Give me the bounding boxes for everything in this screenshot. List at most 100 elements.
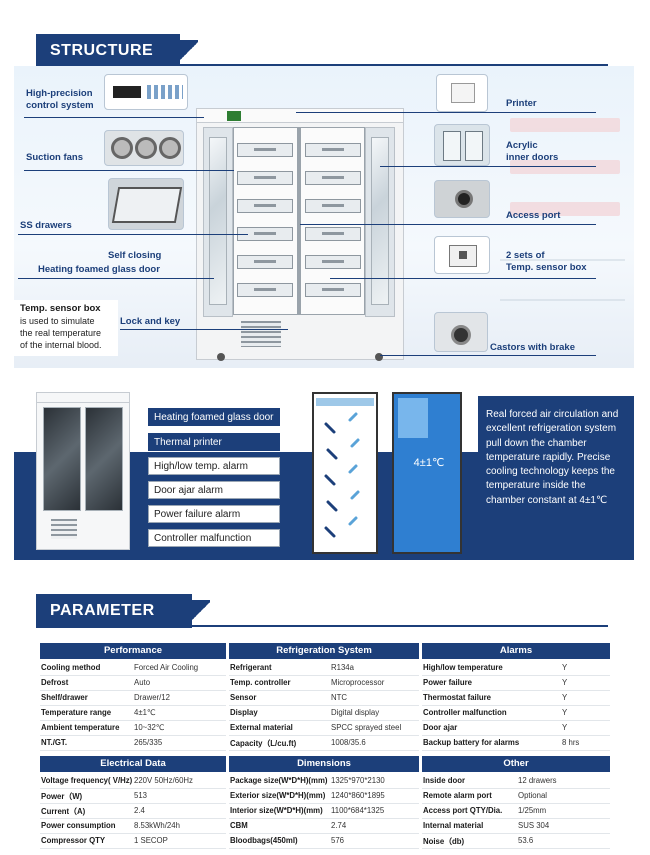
feature-power-failure: Power failure alarm xyxy=(148,505,280,523)
param-row-line xyxy=(422,735,610,736)
line-lock xyxy=(120,329,288,330)
param-value-refrigeration-3: Digital display xyxy=(331,708,380,717)
param-row-line xyxy=(40,818,226,819)
sensor-note-title: Temp. sensor box xyxy=(20,303,101,314)
param-row-line xyxy=(229,750,419,751)
param-row-line xyxy=(422,848,610,849)
param-value-alarms-2: Y xyxy=(562,693,568,702)
param-value-dimensions-2: 1100*684*1325 xyxy=(331,806,385,815)
label-acrylic: Acrylic inner doors xyxy=(506,140,559,163)
param-row-line xyxy=(229,803,419,804)
table-header-refrigeration: Refrigeration System xyxy=(229,643,419,659)
label-control-system: High-precision control system xyxy=(26,88,94,111)
param-value-performance-3: 4±1℃ xyxy=(134,708,156,717)
param-row-line xyxy=(422,803,610,804)
sensor-note-desc: is used to simulate the real temperature… xyxy=(20,316,102,350)
param-row-line xyxy=(229,705,419,706)
line-acrylic xyxy=(380,166,596,167)
drawer-r6 xyxy=(305,283,361,297)
table-header-other: Other xyxy=(422,756,610,772)
param-value-electrical-0: 220V 50Hz/60Hz xyxy=(134,776,193,785)
background-rack-illustration xyxy=(500,118,625,301)
label-self-closing: Self closing xyxy=(108,250,162,261)
param-key-other-4: Noise（db) xyxy=(423,837,465,846)
line-control xyxy=(24,117,204,118)
param-value-performance-4: 10~32℃ xyxy=(134,723,165,732)
param-row-line xyxy=(422,833,610,834)
param-key-performance-5: NT./GT. xyxy=(41,738,67,747)
line-heating xyxy=(18,278,214,279)
drawer-r5 xyxy=(305,255,361,269)
structure-heading-text: STRUCTURE xyxy=(50,42,154,59)
fridge-right-glass xyxy=(371,137,389,305)
param-row-line xyxy=(229,720,419,721)
label-lock-key: Lock and key xyxy=(120,316,181,327)
param-key-other-0: Inside door xyxy=(423,776,466,785)
param-key-electrical-2: Current（A) xyxy=(41,807,86,816)
param-value-dimensions-1: 1240*860*1895 xyxy=(331,791,385,800)
param-key-refrigeration-1: Temp. controller xyxy=(230,678,291,687)
param-value-other-2: 1/25mm xyxy=(518,806,547,815)
parameter-heading-text: PARAMETER xyxy=(50,602,155,619)
line-castors xyxy=(380,355,596,356)
param-value-refrigeration-4: SPCC sprayed steel xyxy=(331,723,402,732)
param-value-alarms-1: Y xyxy=(562,678,568,687)
param-value-electrical-2: 2.4 xyxy=(134,806,145,815)
fridge-illustration xyxy=(196,108,404,361)
feature-thermal-printer: Thermal printer xyxy=(148,433,280,451)
castor-icon xyxy=(434,312,488,352)
label-heating-glass: Heating foamed glass door xyxy=(38,264,160,275)
sensor-box-icon xyxy=(434,236,490,274)
param-key-alarms-5: Backup battery for alarms xyxy=(423,738,520,747)
param-value-refrigeration-1: Microprocessor xyxy=(331,678,385,687)
param-value-refrigeration-5: 1008/35.6 xyxy=(331,738,366,747)
param-value-refrigeration-2: NTC xyxy=(331,693,348,702)
drawer-l1 xyxy=(237,143,293,157)
fan-icon xyxy=(104,130,184,166)
param-key-electrical-3: Power consumption xyxy=(41,821,116,830)
parameter-heading: PARAMETER xyxy=(36,594,210,628)
param-key-electrical-1: Power（W) xyxy=(41,792,83,801)
param-row-line xyxy=(40,833,226,834)
param-row-line xyxy=(229,848,419,849)
castor-left xyxy=(217,353,225,361)
parameter-rule xyxy=(36,625,608,627)
param-key-dimensions-0: Package size(W*D*H)(mm) xyxy=(230,776,328,785)
param-value-performance-5: 265/335 xyxy=(134,738,163,747)
param-value-dimensions-0: 1325*970*2130 xyxy=(331,776,385,785)
param-value-other-0: 12 drawers xyxy=(518,776,557,785)
param-key-performance-2: Shelf/drawer xyxy=(41,693,88,702)
param-value-dimensions-4: 576 xyxy=(331,836,345,845)
param-key-performance-1: Defrost xyxy=(41,678,69,687)
param-row-line xyxy=(40,750,226,751)
drawer-r2 xyxy=(305,171,361,185)
feature-controller-malfunction: Controller malfunction xyxy=(148,529,280,547)
param-value-alarms-4: Y xyxy=(562,723,568,732)
param-row-line xyxy=(229,818,419,819)
param-row-line xyxy=(229,690,419,691)
drawer-r3 xyxy=(305,199,361,213)
param-value-alarms-0: Y xyxy=(562,663,568,672)
line-fans xyxy=(24,170,234,171)
param-row-line xyxy=(40,803,226,804)
drawer-icon xyxy=(108,178,184,230)
param-key-performance-0: Cooling method xyxy=(41,663,101,672)
feature-heating-glass: Heating foamed glass door xyxy=(148,408,280,426)
param-key-refrigeration-5: Capacity（L/cu.ft) xyxy=(230,739,297,748)
param-value-dimensions-3: 2.74 xyxy=(331,821,347,830)
line-access xyxy=(300,224,596,225)
param-row-line xyxy=(229,788,419,789)
table-header-alarms: Alarms xyxy=(422,643,610,659)
printer-icon xyxy=(436,74,488,112)
drawer-l6 xyxy=(237,283,293,297)
fridge-logo xyxy=(227,111,241,121)
param-key-other-3: Internal material xyxy=(423,821,484,830)
param-value-alarms-3: Y xyxy=(562,708,568,717)
drawer-l5 xyxy=(237,255,293,269)
label-printer: Printer xyxy=(506,98,537,109)
param-row-line xyxy=(422,750,610,751)
param-row-line xyxy=(229,735,419,736)
param-value-electrical-4: 1 SECOP xyxy=(134,836,168,845)
table-header-performance: Performance xyxy=(40,643,226,659)
airflow-arrows-icon xyxy=(316,398,374,538)
